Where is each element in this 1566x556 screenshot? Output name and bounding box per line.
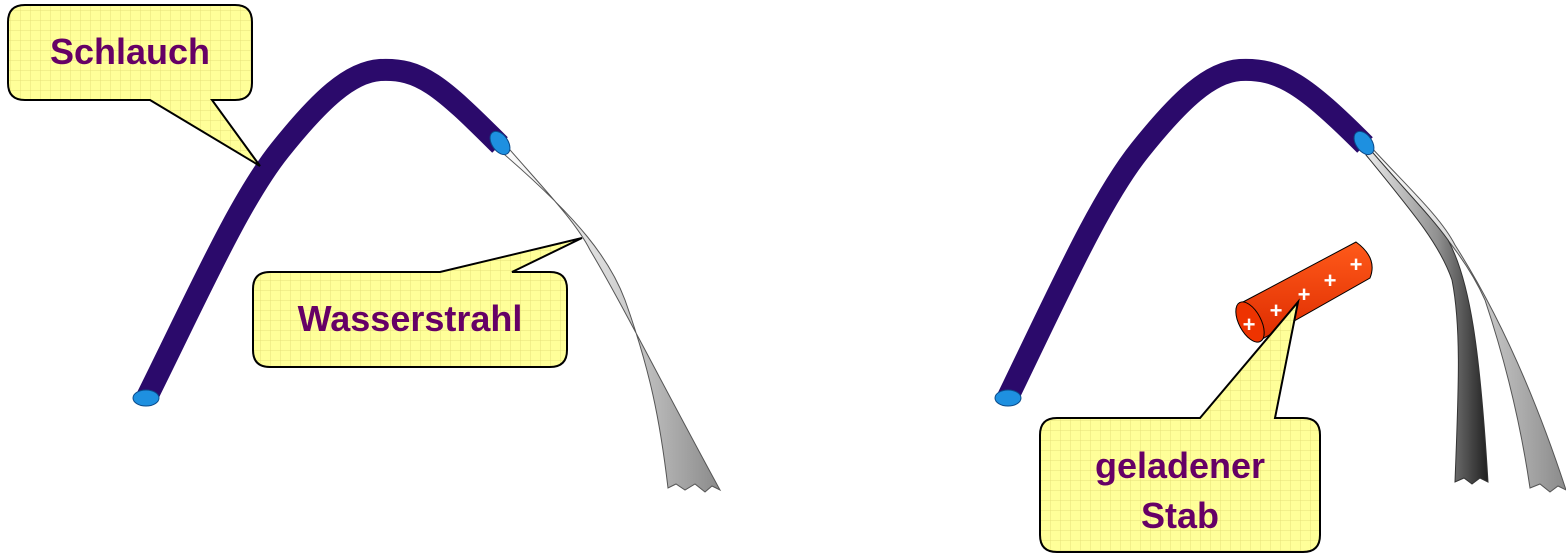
water-stream-undeflected bbox=[1359, 134, 1566, 493]
hose-callout: Schlauch bbox=[7, 4, 261, 167]
hose bbox=[137, 58, 508, 402]
rod-end-cap bbox=[1235, 301, 1265, 343]
rod-body bbox=[1242, 241, 1373, 343]
rod-charge: + bbox=[1243, 312, 1256, 337]
rod-callout: geladener Stab bbox=[1039, 298, 1321, 553]
left-panel: Schlauch Wasserstrahl bbox=[7, 4, 722, 493]
hose-nozzle-opening bbox=[489, 130, 511, 156]
hose-right-end-opening bbox=[994, 389, 1022, 407]
water-stream bbox=[496, 134, 722, 493]
rod-charge: + bbox=[1298, 282, 1311, 307]
rod-label-line1: geladener bbox=[1095, 445, 1265, 486]
charged-rod: + + + + + + bbox=[1235, 241, 1373, 343]
hose-label: Schlauch bbox=[50, 31, 210, 72]
water-stream-deflected bbox=[1361, 139, 1489, 485]
rod-label-line2: Stab bbox=[1141, 495, 1219, 536]
stream-callout: Wasserstrahl bbox=[252, 237, 583, 368]
right-panel: + + + + + + geladener Stab bbox=[994, 58, 1566, 553]
rod-charge: + bbox=[1324, 268, 1337, 293]
hose-end-opening bbox=[132, 389, 160, 407]
hose-right-nozzle-opening bbox=[1353, 130, 1375, 156]
hose-right bbox=[998, 58, 1373, 402]
rod-charge: + bbox=[1350, 252, 1363, 277]
rod-charge: + bbox=[1270, 298, 1283, 323]
stream-label: Wasserstrahl bbox=[298, 298, 523, 339]
